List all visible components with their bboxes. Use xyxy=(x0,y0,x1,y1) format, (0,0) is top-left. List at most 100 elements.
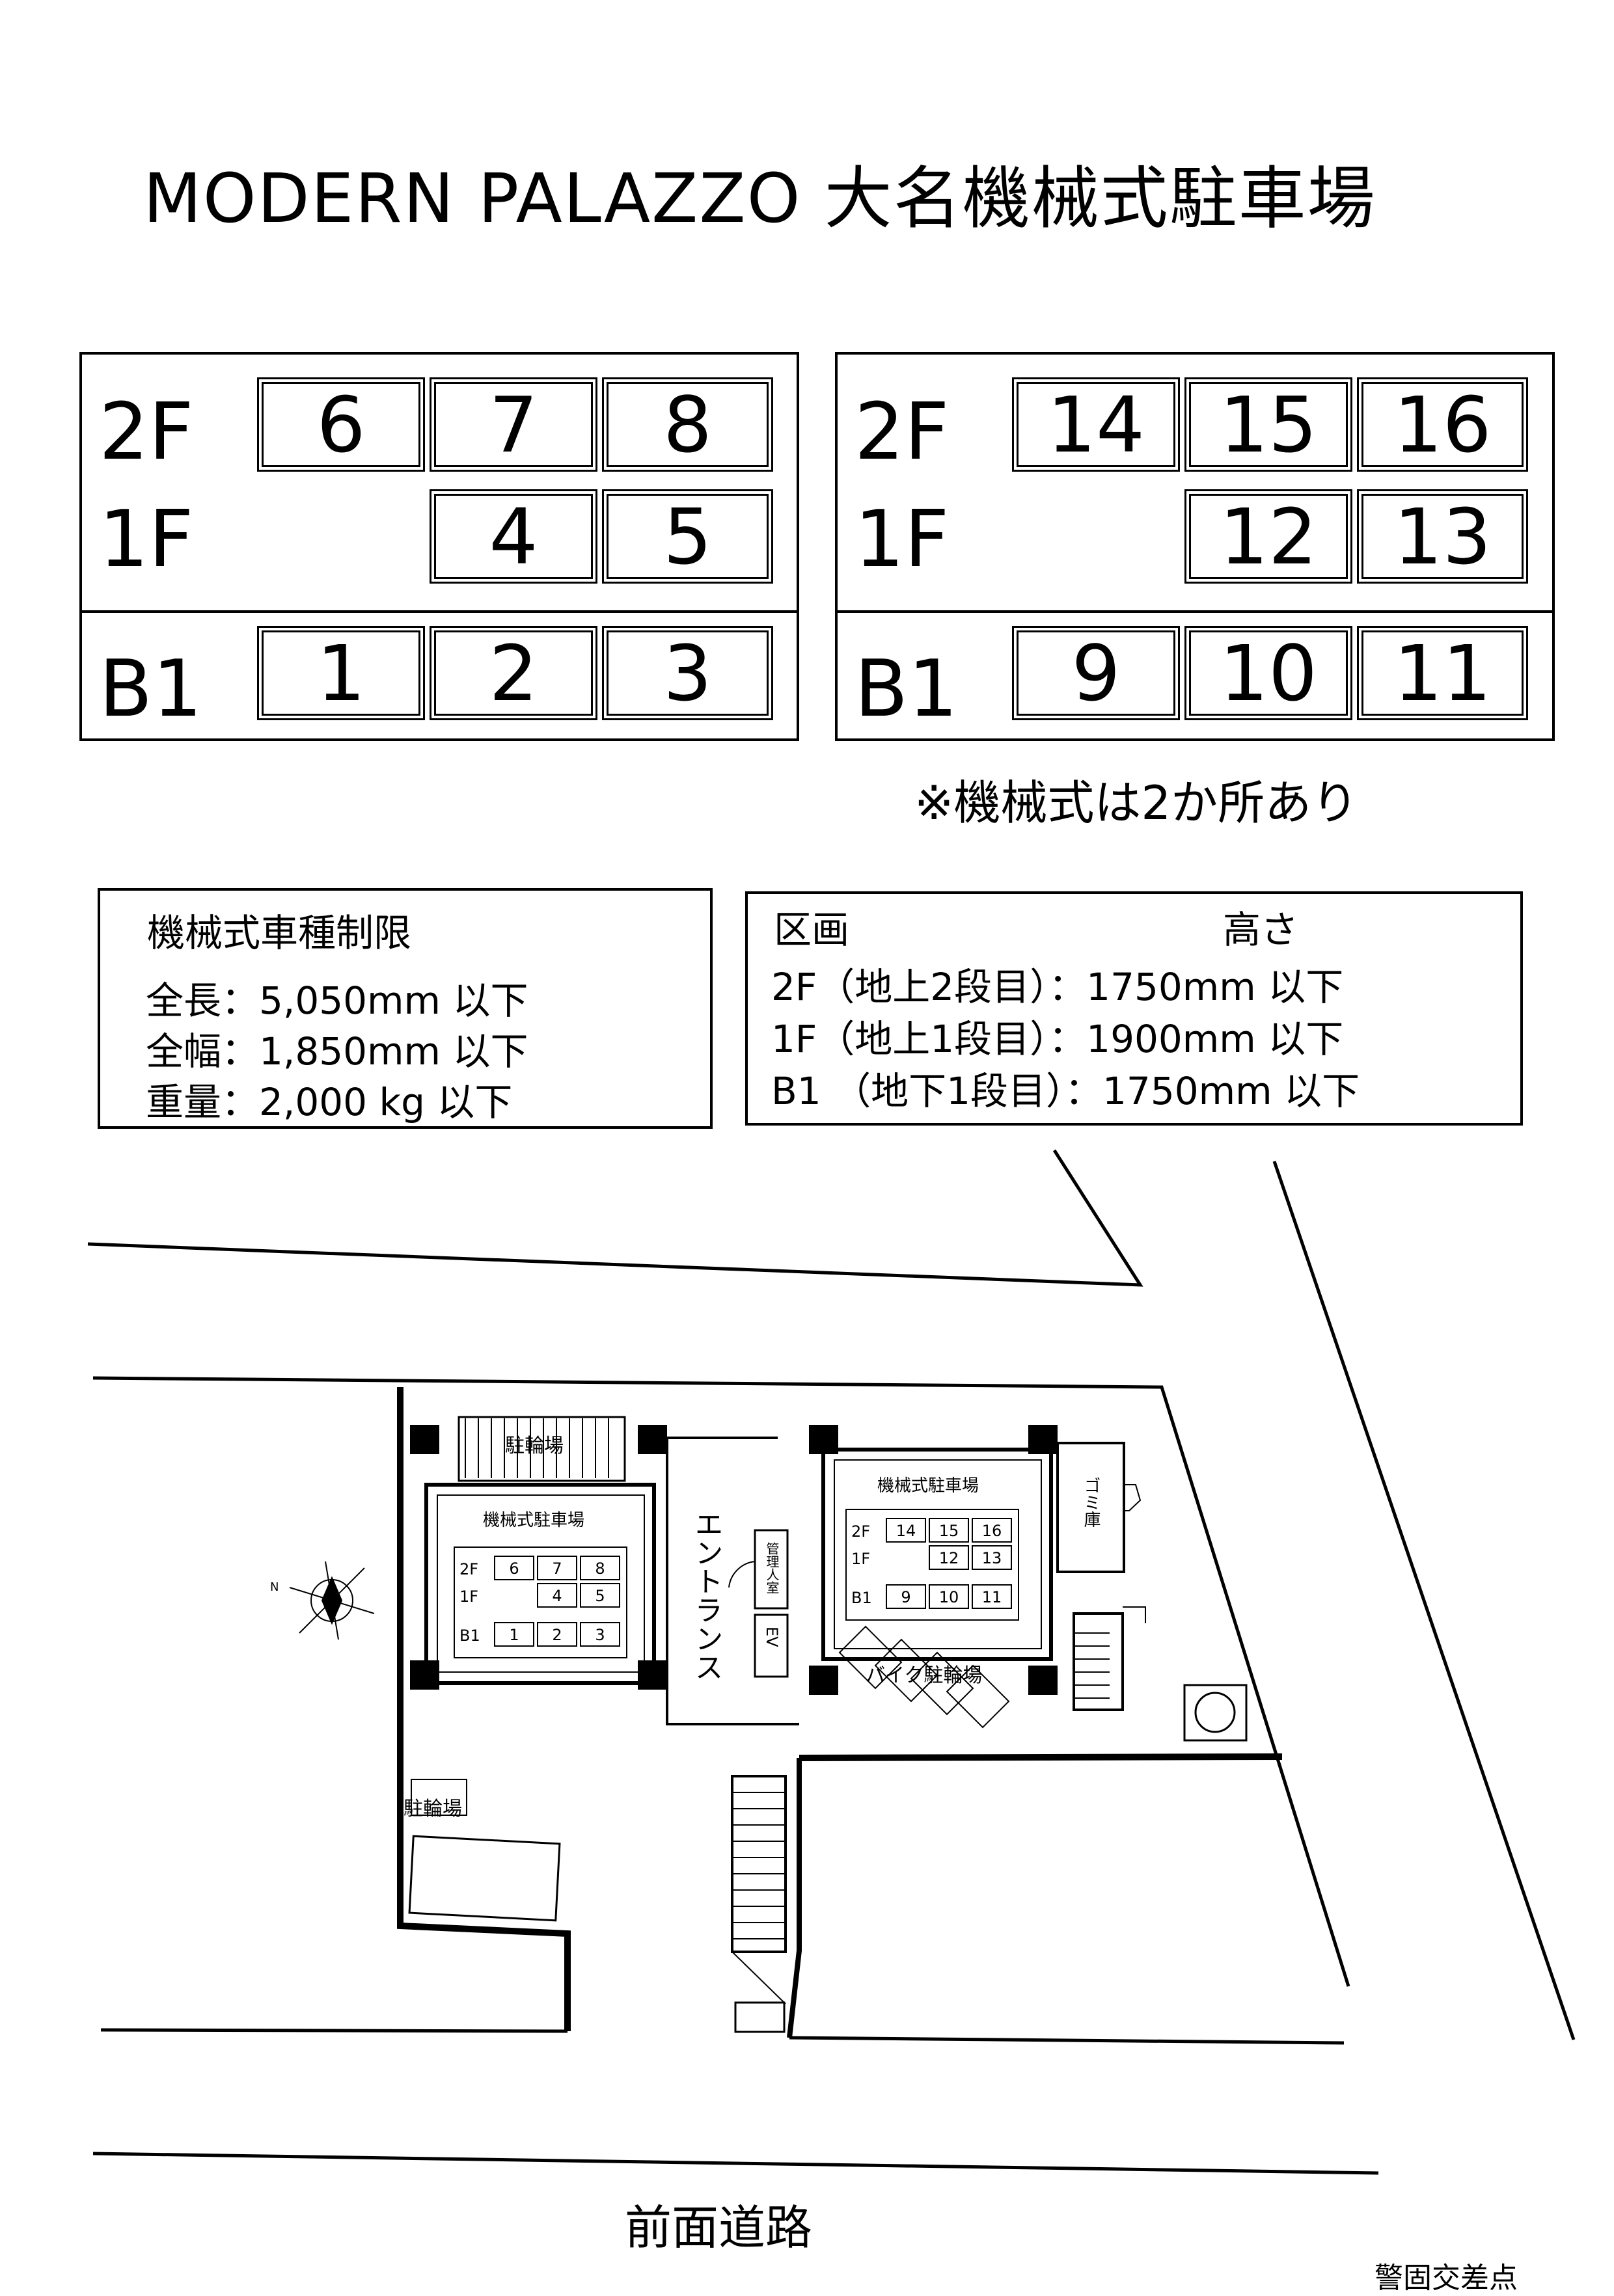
slot-3: 3 xyxy=(602,626,773,720)
mech-parking-left-outer xyxy=(424,1483,656,1685)
floor-label-2f: 2F xyxy=(99,387,194,478)
mini-floor-label: 2F xyxy=(851,1522,870,1541)
mini-slot xyxy=(537,1622,577,1647)
slot-16: 16 xyxy=(1357,377,1528,472)
mini-slot-number: 14 xyxy=(896,1522,916,1540)
mini-floor-label: B1 xyxy=(459,1627,480,1645)
mini-slot-number: 8 xyxy=(595,1560,605,1578)
mech-parking-right-inner xyxy=(834,1459,1042,1649)
stairs-front-landing xyxy=(732,1951,786,2005)
door-swing xyxy=(728,1561,756,1588)
floor-label-1f-right: 1F xyxy=(855,494,950,585)
mini-slot-number: 4 xyxy=(552,1587,562,1605)
map-bicycle-top-label: 駐輪場 xyxy=(505,1435,564,1457)
slot-5: 5 xyxy=(602,489,773,584)
mini-floor-label: B1 xyxy=(851,1589,872,1607)
restriction-width: 全幅：1,850mm 以下 xyxy=(146,1029,528,1074)
map-bike-label: バイク駐輪場 xyxy=(866,1664,982,1687)
mini-slot-number: 7 xyxy=(552,1560,562,1578)
slot-8: 8 xyxy=(602,377,773,472)
mini-floor-label: 1F xyxy=(851,1550,870,1568)
utility-circle xyxy=(1194,1692,1236,1733)
slot-4: 4 xyxy=(430,489,597,584)
slot-10: 10 xyxy=(1184,626,1352,720)
mini-slot xyxy=(886,1518,926,1543)
height-1f: 1F（地上1段目）：1900mm 以下 xyxy=(771,1017,1344,1061)
parking-grid-left xyxy=(79,352,799,741)
floor-label-2f-right: 2F xyxy=(855,387,950,478)
mini-slot xyxy=(972,1584,1012,1609)
slot-11: 11 xyxy=(1357,626,1528,720)
slot-1: 1 xyxy=(257,626,425,720)
heights-col-height: 高さ xyxy=(1223,908,1299,952)
bicycle-rack-hatch xyxy=(465,1418,609,1478)
garbage-room xyxy=(1056,1442,1125,1573)
elevator xyxy=(754,1614,789,1678)
building-outline-bottom xyxy=(799,1753,1283,1761)
slot-2: 2 xyxy=(430,626,597,720)
mini-slot xyxy=(537,1556,577,1580)
parking-grid-right xyxy=(835,352,1555,741)
slot-14: 14 xyxy=(1012,377,1180,472)
mini-slot-number: 9 xyxy=(901,1588,910,1606)
mini-slot-number: 3 xyxy=(595,1626,605,1644)
street-line-upper xyxy=(87,1149,1143,1287)
mini-slot-number: 10 xyxy=(939,1588,959,1606)
mini-slot xyxy=(929,1584,969,1609)
manager-room xyxy=(754,1529,789,1610)
mini-slot xyxy=(886,1584,926,1609)
map-north-label: N xyxy=(270,1580,279,1594)
mini-slot xyxy=(972,1518,1012,1543)
stairs-front xyxy=(731,1775,787,1953)
intersection-label: 警固交差点 xyxy=(1375,2262,1518,2295)
mini-slot xyxy=(580,1556,620,1580)
mini-slot-number: 13 xyxy=(982,1549,1002,1567)
bicycle-rack-left xyxy=(411,1779,467,1816)
restriction-weight: 重量：2,000 kg 以下 xyxy=(146,1080,513,1124)
map-mech-left-label: 機械式駐車場 xyxy=(483,1511,584,1530)
height-2f: 2F（地上2段目）：1750mm 以下 xyxy=(771,965,1344,1009)
mini-slot-number: 15 xyxy=(939,1522,959,1540)
mini-slot-number: 16 xyxy=(982,1522,1002,1540)
column xyxy=(638,1425,667,1454)
mini-slot xyxy=(494,1622,534,1647)
mini-slot-number: 6 xyxy=(509,1560,519,1578)
map-bicycle-left-label: 駐輪場 xyxy=(404,1798,462,1820)
grid-left-divider xyxy=(79,610,797,613)
mini-slot-number: 11 xyxy=(982,1588,1002,1606)
mini-slot xyxy=(972,1545,1012,1570)
restrictions-heading: 機械式車種制限 xyxy=(147,911,412,955)
slot-9: 9 xyxy=(1012,626,1180,720)
map-garbage-label: ゴミ庫 xyxy=(1081,1477,1101,1528)
stairs-front-steps xyxy=(732,1792,786,1939)
two-locations-note: ※機械式は2か所あり xyxy=(914,776,1359,830)
garbage-door xyxy=(1124,1484,1142,1511)
mini-slot-number: 5 xyxy=(595,1587,605,1605)
street-line-left-low xyxy=(100,2028,568,2033)
bicycle-rack-top xyxy=(458,1416,626,1482)
front-road-label: 前面道路 xyxy=(625,2200,813,2255)
mini-slot xyxy=(580,1583,620,1608)
compass-icon xyxy=(289,1561,375,1640)
heights-col-section: 区画 xyxy=(774,908,850,952)
page-title: MODERN PALAZZO 大名機械式駐車場 xyxy=(143,159,1376,238)
floor-label-1f: 1F xyxy=(99,494,194,585)
bike-rack-1 xyxy=(838,1625,903,1690)
bike-rack-2 xyxy=(874,1638,938,1703)
mini-slot xyxy=(929,1518,969,1543)
mini-slot xyxy=(929,1545,969,1570)
height-limits-box: 区画 高さ 2F（地上2段目）：1750mm 以下 1F（地上1段目）：1900… xyxy=(745,891,1523,1126)
entrance-corridor xyxy=(666,1437,799,1725)
mini-slot xyxy=(494,1556,534,1580)
street-line-bottom xyxy=(92,2152,1379,2175)
utility-box xyxy=(1183,1684,1248,1742)
mech-parking-right-outer xyxy=(821,1448,1053,1661)
mailbox xyxy=(734,2001,786,2033)
map-manager-label: 管理人室 xyxy=(764,1542,780,1594)
lot-bottom-right xyxy=(789,2036,1345,2045)
map-mech-right-label: 機械式駐車場 xyxy=(877,1476,979,1496)
stairs-right-steps xyxy=(1074,1632,1110,1699)
slot-15: 15 xyxy=(1184,377,1352,472)
